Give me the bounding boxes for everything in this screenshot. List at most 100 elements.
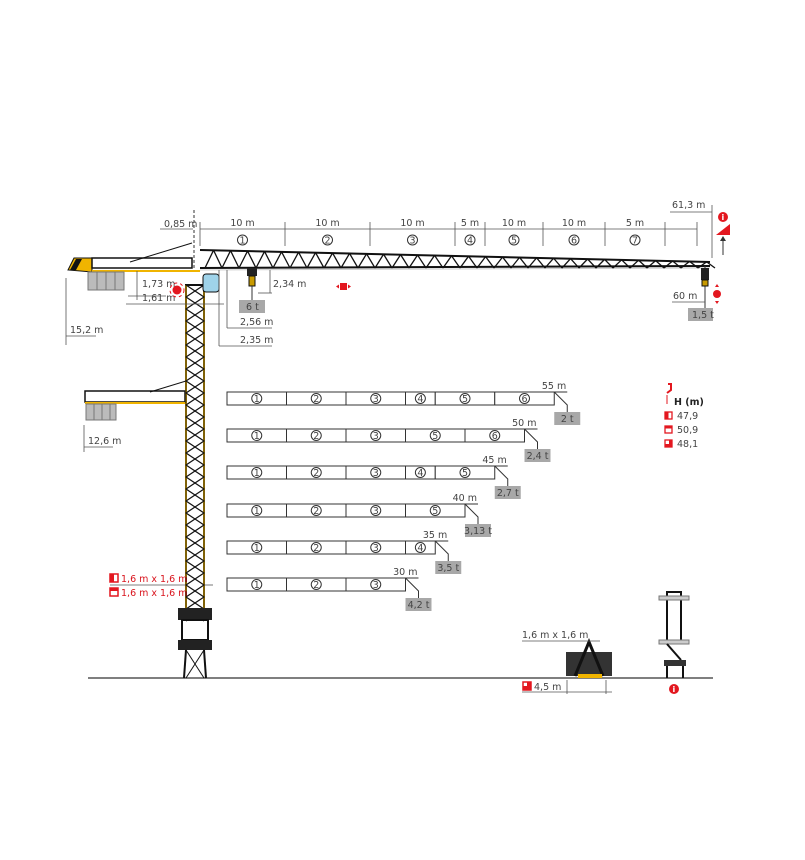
- module-number-icon: [251, 467, 263, 478]
- module-number: 4: [417, 468, 423, 479]
- module-number: 1: [254, 580, 260, 591]
- module-number: 2: [313, 394, 319, 405]
- configuration-tip-load: 4,2 t: [408, 600, 430, 611]
- slew-offset-label: 0,85 m: [164, 219, 197, 230]
- module-number-icon: [237, 234, 248, 246]
- svg-text:i: i: [673, 685, 676, 694]
- tip-load-badge: [405, 598, 432, 611]
- module-number-icon: [310, 579, 322, 590]
- configuration-length: 45 m: [482, 455, 506, 466]
- module-number-icon: [310, 542, 322, 553]
- height-value: 50,9: [677, 425, 698, 436]
- mast-section-a: 1,6 m x 1,6 m: [121, 574, 187, 585]
- module-number-icon: [489, 430, 501, 441]
- slewing-icon: [169, 282, 185, 298]
- dim-2-35: 2,35 m: [240, 335, 273, 346]
- lower-counter-jib: [84, 380, 187, 421]
- module-number-icon: [310, 393, 322, 404]
- module-number: 3: [373, 468, 379, 479]
- height-triangle-icon: [716, 224, 730, 235]
- module-number: 1: [254, 431, 260, 442]
- module-number-icon: [310, 467, 322, 478]
- module-number-icon: [251, 430, 263, 441]
- segment-length-label: 10 m: [315, 218, 339, 229]
- max-load-label: 6 t: [246, 302, 259, 313]
- segment-length-label: 10 m: [502, 218, 526, 229]
- module-number-icon: [407, 234, 418, 246]
- height-legend-title: H (m): [674, 397, 704, 408]
- configuration-tip-load: 2,4 t: [527, 451, 549, 462]
- info-icon[interactable]: [718, 212, 728, 222]
- module-number-icon: [322, 234, 333, 246]
- tip-load-label: 1,5 t: [692, 310, 714, 321]
- tower-mast: [178, 284, 212, 679]
- module-number-icon: [251, 393, 263, 404]
- module-number-icon: [251, 542, 263, 553]
- module-number: 1: [254, 394, 260, 405]
- module-number-icon: [370, 467, 382, 478]
- module-number: 5: [432, 506, 438, 517]
- tip-load-badge: [524, 449, 551, 462]
- module-number: 3: [373, 506, 379, 517]
- module-number: 6: [571, 236, 577, 247]
- erection-mast: [658, 591, 690, 678]
- module-number-icon: [629, 234, 641, 246]
- info-icon[interactable]: [669, 684, 679, 694]
- module-number-icon: [414, 393, 426, 404]
- module-number: 1: [254, 468, 260, 479]
- configuration-tip-load: 3,13 t: [464, 526, 492, 537]
- module-number: 4: [467, 236, 473, 247]
- module-number-icon: [464, 234, 476, 246]
- segment-length-label: 10 m: [562, 218, 586, 229]
- module-number-icon: [508, 234, 520, 246]
- segment-length-label: 10 m: [230, 218, 254, 229]
- height-value: 47,9: [677, 411, 698, 422]
- configuration-length: 50 m: [512, 418, 536, 429]
- module-number: 1: [254, 506, 260, 517]
- configuration-tip-load: 2 t: [561, 414, 574, 425]
- crane-base: [566, 638, 612, 678]
- module-number: 5: [432, 431, 438, 442]
- module-number: 7: [632, 236, 638, 247]
- counter-jib: [67, 242, 200, 291]
- module-number: 2: [313, 468, 319, 479]
- module-number: 4: [417, 394, 423, 405]
- svg-text:i: i: [722, 213, 725, 222]
- module-number-icon: [251, 505, 263, 516]
- module-number-icon: [519, 393, 530, 404]
- tip-hook: [701, 266, 709, 310]
- main-jib: [199, 249, 716, 271]
- module-number-icon: [370, 393, 382, 404]
- module-number: 2: [313, 580, 319, 591]
- module-number: 2: [313, 543, 319, 554]
- tip-load-badge: [554, 412, 581, 425]
- module-number-icon: [370, 430, 382, 441]
- lower-counter-jib-radius: 12,6 m: [88, 436, 121, 447]
- dim-2-56: 2,56 m: [240, 317, 273, 328]
- module-number: 1: [254, 543, 260, 554]
- module-number-icon: [414, 542, 426, 553]
- segment-length-label: 5 m: [461, 218, 479, 229]
- module-number: 3: [373, 543, 379, 554]
- hook-offset-label: 2,34 m: [273, 279, 306, 290]
- module-number: 6: [521, 394, 527, 405]
- module-number-icon: [310, 505, 322, 516]
- module-number-icon: [251, 579, 263, 590]
- total-jib-length: 61,3 m: [672, 200, 705, 211]
- segment-length-label: 10 m: [400, 218, 424, 229]
- module-number: 3: [373, 394, 379, 405]
- module-number: 3: [409, 236, 415, 247]
- tip-load-badge: [435, 561, 462, 574]
- segment-length-label: 5 m: [626, 218, 644, 229]
- configuration-tip-load: 3,5 t: [437, 563, 459, 574]
- module-number: 5: [511, 236, 517, 247]
- module-number-icon: [459, 467, 471, 478]
